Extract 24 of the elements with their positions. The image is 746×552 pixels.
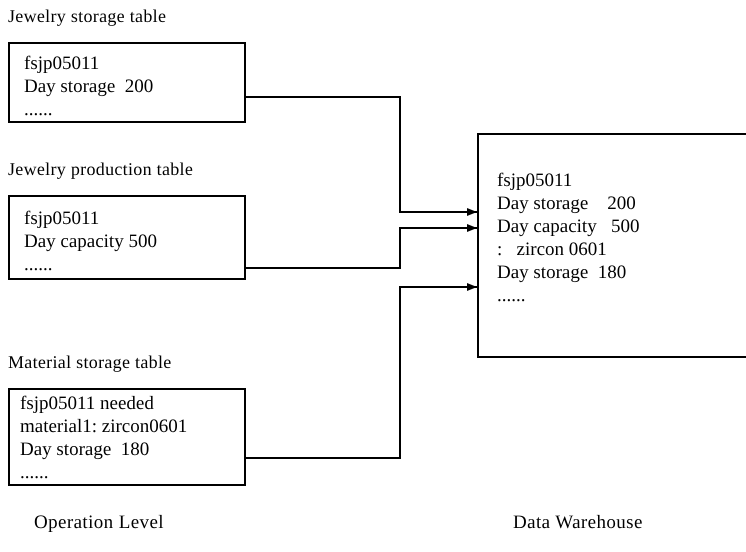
record-line: : zircon 0601 (497, 238, 608, 261)
record-line: ...... (24, 253, 54, 276)
record-line: ...... (24, 98, 54, 121)
record-line: ...... (20, 461, 50, 484)
record-line: ...... (497, 284, 526, 307)
record-line: Day storage 200 (497, 192, 637, 215)
arrow (246, 96, 477, 216)
table-heading: Jewelry production table (8, 159, 194, 180)
table-heading: Jewelry storage table (8, 6, 166, 27)
record-line: material1: zircon0601 (20, 415, 188, 438)
record-line: Day storage 180 (20, 438, 150, 461)
table-heading: Material storage table (8, 352, 172, 373)
section-caption: Operation Level (34, 512, 164, 534)
record-line: Day capacity 500 (497, 215, 640, 238)
record-line: Day storage 180 (497, 261, 628, 284)
record-line: Day storage 200 (24, 75, 154, 98)
record-line: fsjp05011 (24, 52, 100, 75)
arrow (246, 224, 477, 269)
record-line: fsjp05011 (497, 169, 574, 192)
record-line: fsjp05011 (24, 207, 100, 230)
record-line: fsjp05011 needed (20, 392, 155, 415)
record-line: Day capacity 500 (24, 230, 158, 253)
arrow (246, 283, 477, 459)
section-caption: Data Warehouse (513, 512, 643, 534)
